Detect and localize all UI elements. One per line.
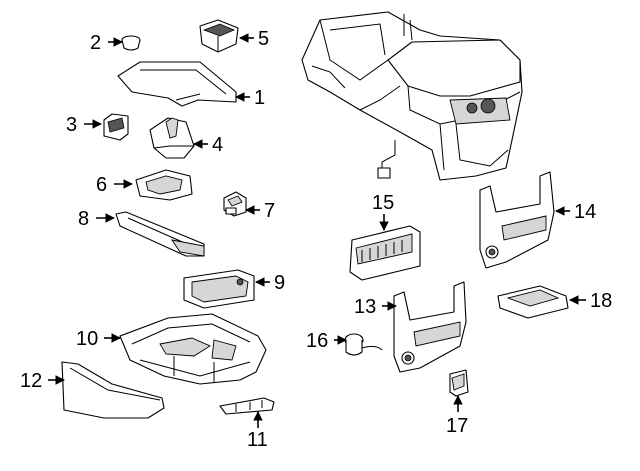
part-8-bracket xyxy=(115,211,205,257)
part-14-trim-panel xyxy=(479,171,555,269)
callout-2: 2 xyxy=(90,32,101,54)
callout-18: 18 xyxy=(590,290,612,312)
part-16-socket xyxy=(344,333,383,356)
callout-4: 4 xyxy=(212,134,223,156)
part-5-switch xyxy=(199,19,239,53)
callout-8: 8 xyxy=(78,208,89,230)
callout-11: 11 xyxy=(247,429,268,451)
part-10-frame xyxy=(119,313,267,385)
part-7-connector xyxy=(223,191,247,217)
part-17-clip xyxy=(449,369,469,397)
part-3-switch xyxy=(103,113,129,141)
callout-12: 12 xyxy=(20,370,42,392)
leader-lines xyxy=(48,33,586,428)
part-1-panel xyxy=(117,61,237,107)
part-9-bezel xyxy=(183,269,255,309)
callout-6: 6 xyxy=(96,174,107,196)
console-assembly xyxy=(301,11,523,181)
callout-14: 14 xyxy=(574,201,596,223)
part-18-lid xyxy=(497,285,569,319)
callout-5: 5 xyxy=(258,28,269,50)
callout-7: 7 xyxy=(264,200,275,222)
callout-15: 15 xyxy=(372,192,394,214)
callout-3: 3 xyxy=(66,114,77,136)
part-4-boot xyxy=(149,117,195,159)
callout-13: 13 xyxy=(354,296,376,318)
callout-17: 17 xyxy=(446,415,468,437)
part-6-tray xyxy=(135,169,193,201)
part-13-trim-panel xyxy=(393,281,467,373)
callout-9: 9 xyxy=(274,272,285,294)
part-12-side-panel xyxy=(61,361,165,419)
part-15-vent xyxy=(349,225,421,281)
part-11-strip xyxy=(219,397,275,415)
callout-1: 1 xyxy=(254,87,265,109)
callout-16: 16 xyxy=(306,330,328,352)
callout-labels: 1 2 3 4 5 6 7 8 9 10 11 12 13 14 15 16 1… xyxy=(20,28,612,451)
callout-10: 10 xyxy=(76,328,98,350)
part-2-cap xyxy=(121,35,141,51)
